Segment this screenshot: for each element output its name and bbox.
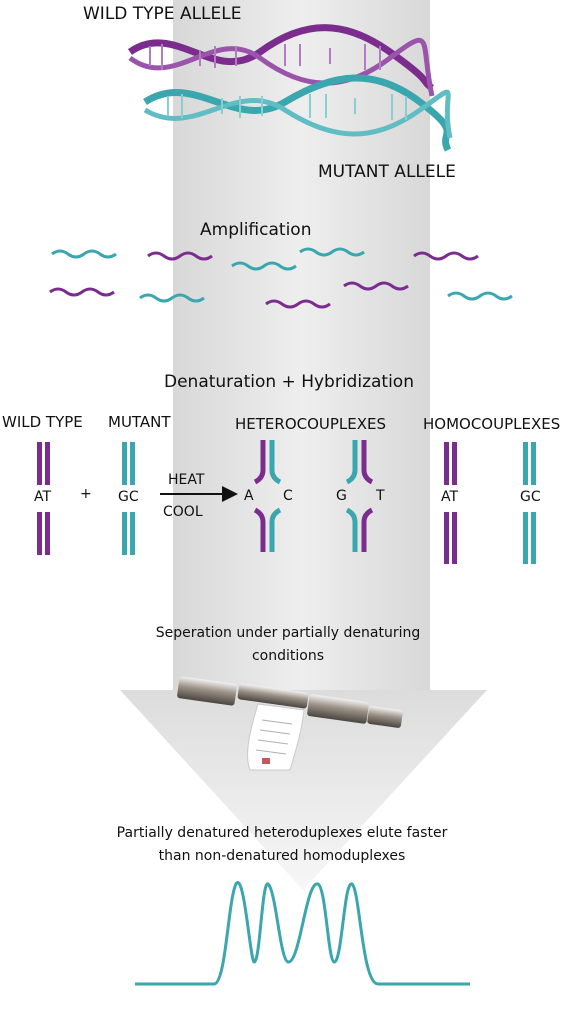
mutant-helix-icon (143, 74, 453, 152)
elute-line1: Partially denatured heteroduplexes elute… (116, 825, 448, 841)
homoduplex-gc-label: GC (520, 489, 541, 505)
heteroduplex-gt-icon (345, 440, 374, 552)
fragment-purple-icon (147, 251, 213, 261)
cool-label: COOL (163, 504, 203, 520)
wild-type-allele-label: WILD TYPE ALLELE (83, 4, 242, 24)
wild-type-base-pair-label: AT (34, 489, 52, 505)
fragment-teal-icon (51, 249, 117, 259)
homoduplex-at-label: AT (441, 489, 459, 505)
homoduplex-gc-icon (523, 442, 536, 564)
mutant-allele-label: MUTANT ALLELE (318, 162, 456, 182)
elute-line2: than non-denatured homoduplexes (158, 848, 406, 864)
homoduplex-at-icon (444, 442, 457, 564)
chromatogram-peaks-icon (135, 881, 470, 986)
hplc-column-icon (177, 676, 403, 771)
fragment-teal-icon (447, 291, 513, 301)
amplification-label: Amplification (200, 220, 312, 240)
process-arrow-shaft (173, 0, 430, 690)
mutant-label: MUTANT (108, 413, 171, 431)
fragment-teal-icon (231, 261, 297, 271)
fragment-purple-icon (413, 251, 479, 261)
heat-label: HEAT (168, 472, 205, 488)
process-arrow-head (120, 690, 487, 890)
plus-sign: + (80, 486, 92, 502)
fragment-purple-icon (343, 281, 409, 291)
heterocouplexes-label: HETEROCOUPLEXES (235, 415, 387, 433)
separation-line2: conditions (251, 648, 325, 664)
fragment-teal-icon (299, 247, 365, 257)
fragment-purple-icon (265, 299, 331, 309)
hetero1-right-base: C (283, 488, 293, 504)
separation-line1: Seperation under partially denaturing (155, 625, 421, 641)
denaturation-label: Denaturation + Hybridization (164, 372, 414, 392)
mutant-duplex-icon (122, 442, 135, 555)
wild-type-helix-icon (127, 24, 435, 97)
homocouplexes-label: HOMOCOUPLEXES (423, 415, 561, 433)
fragment-teal-icon (139, 293, 205, 303)
process-arrow (120, 0, 487, 890)
mutant-base-pair-label: GC (118, 489, 139, 505)
wild-type-label: WILD TYPE (2, 413, 83, 431)
hetero2-right-base: T (376, 488, 385, 504)
hetero2-left-base: G (336, 488, 347, 504)
right-arrow-icon (160, 486, 238, 502)
amplified-fragments (49, 247, 513, 309)
hetero1-left-base: A (244, 488, 254, 504)
heteroduplex-ac-icon (253, 440, 282, 552)
wild-type-duplex-icon (37, 442, 50, 555)
fragment-purple-icon (49, 287, 115, 297)
